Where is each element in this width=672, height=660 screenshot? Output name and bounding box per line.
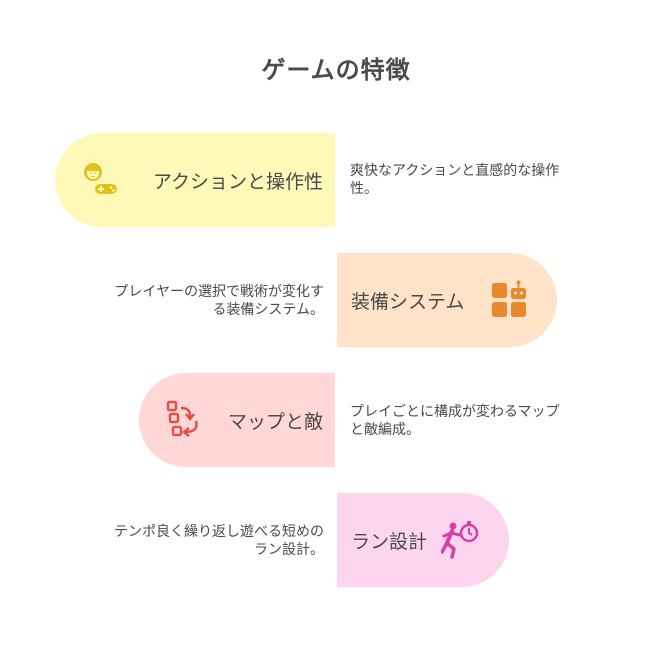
- feature-pill-run: ラン設計: [337, 493, 509, 587]
- page-title: ゲームの特徴: [261, 56, 411, 84]
- feature-pill-action: アクションと操作性: [55, 133, 335, 227]
- feature-label: 装備システム: [351, 290, 465, 313]
- feature-description: テンポ良く繰り返し遊べる短めのラン設計。: [114, 524, 324, 558]
- runner-stopwatch-icon: [441, 521, 479, 559]
- feature-description: 爽快なアクションと直感的な操作性。: [350, 163, 560, 197]
- feature-description: プレイごとに構成が変わるマップと敵編成。: [350, 404, 560, 438]
- feature-description: プレイヤーの選択で戦術が変化する装備システム。: [114, 284, 324, 318]
- feature-label: アクションと操作性: [152, 170, 323, 193]
- map-layout-icon: [166, 400, 198, 437]
- feature-pill-map: マップと敵: [139, 373, 335, 467]
- feature-label: ラン設計: [351, 530, 428, 553]
- feature-pill-equipment: 装備システム: [337, 253, 557, 347]
- robot-blocks-icon: [492, 280, 526, 317]
- feature-label: マップと敵: [227, 410, 323, 433]
- gamer-controller-icon: [84, 163, 117, 194]
